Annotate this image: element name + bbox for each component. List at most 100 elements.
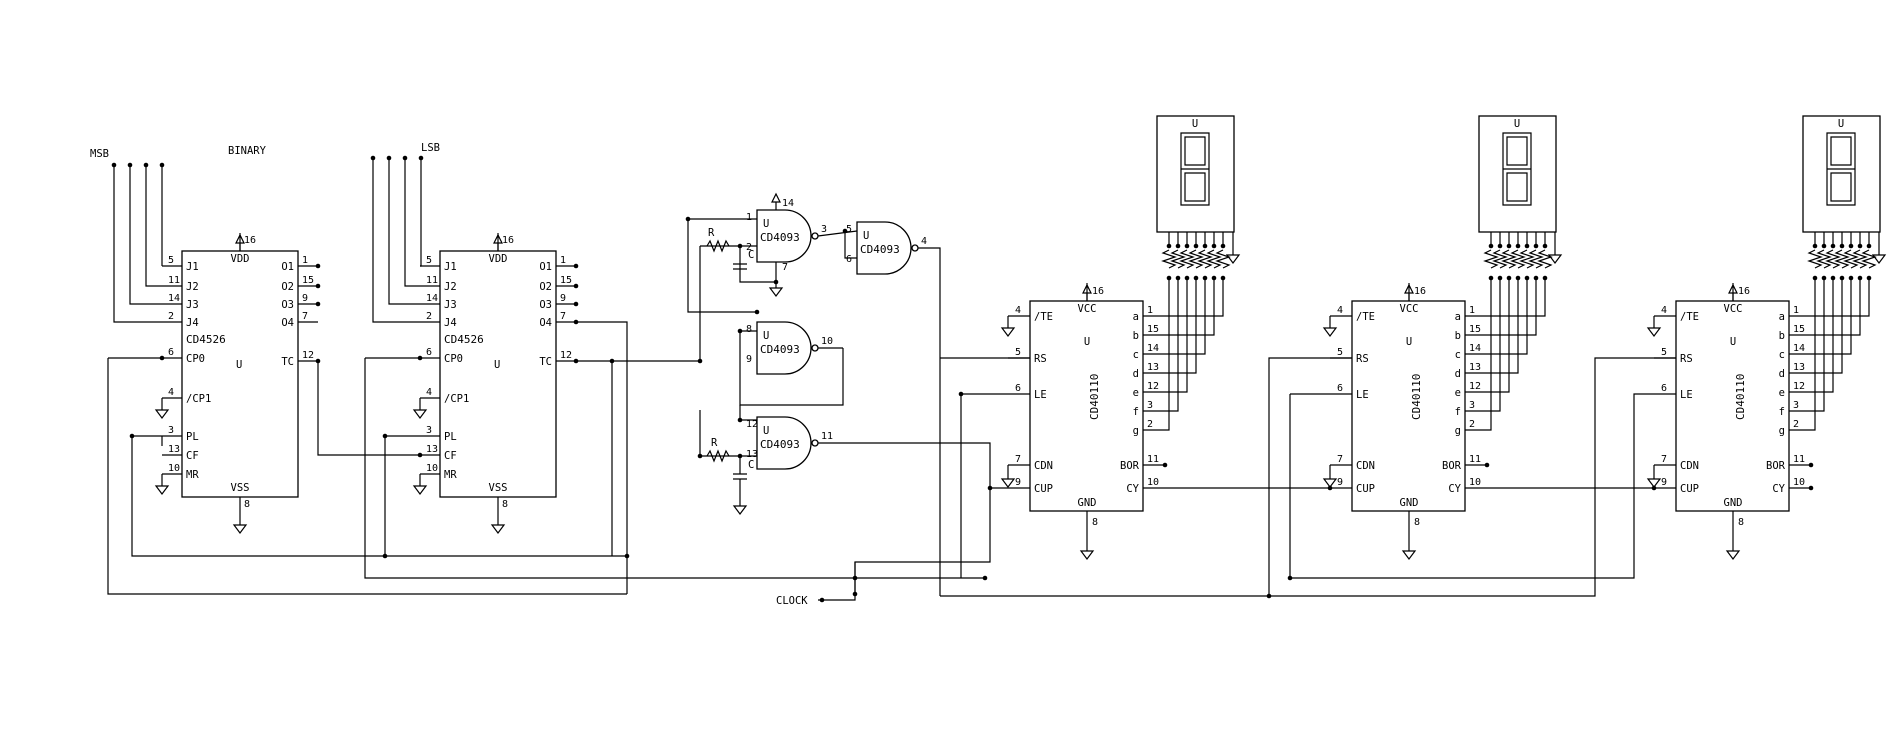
ground-symbol <box>1079 545 1095 560</box>
junction-dot <box>737 453 743 459</box>
decoder-3-vcc-num: 16 <box>1738 286 1750 297</box>
ground-symbol <box>1401 545 1417 560</box>
decoder-3-segment-resistor <box>1807 249 1823 269</box>
junction-dot <box>573 283 579 289</box>
counter-msb-pin-num-cp0: 6 <box>168 347 174 358</box>
counter-msb-vdd-label: VDD <box>231 253 250 265</box>
decoder-3-seg-wire-d <box>1811 278 1843 374</box>
junction-dot <box>697 453 703 459</box>
counter-lsb-vss-num: 8 <box>502 499 508 510</box>
ground-symbol <box>1871 249 1887 264</box>
decoder-3-pin-label-g: g <box>1779 425 1785 437</box>
decoder-3-segment-resistor <box>1861 249 1877 269</box>
counter-lsb-pin-label-o2: O2 <box>539 281 552 293</box>
ground-symbol <box>1646 322 1662 337</box>
junction-dot <box>737 328 743 334</box>
counter-lsb-unit: U <box>494 359 500 371</box>
decoder-2-pin-num-f: 3 <box>1469 400 1475 411</box>
junction-dot <box>1857 275 1863 281</box>
c2-o4 <box>576 321 628 594</box>
counter-lsb-pin-num-o4: 7 <box>560 311 566 322</box>
decoder-1-pin-num-d: 13 <box>1147 362 1159 373</box>
decoder-2-pin-num-cdn: 7 <box>1337 454 1343 465</box>
decoder-2-chip-name: CD40110 <box>1410 374 1423 420</box>
c1-tc-to-c2-cf <box>317 361 420 456</box>
junction-dot <box>697 358 703 364</box>
decoder-1-pin-num-g: 2 <box>1147 419 1153 430</box>
decoder-1-segment-resistor <box>1179 249 1195 269</box>
decoder-2-seg-wire-d <box>1487 278 1519 374</box>
nand1-to-nand2 <box>817 230 858 237</box>
nand-gate-1-in2-num: 2 <box>746 242 752 253</box>
counter-lsb-pin-label-cf: CF <box>444 450 457 462</box>
decoder-2-pin-label-cdn: CDN <box>1356 460 1375 472</box>
decoder-3-unit: U <box>1730 336 1736 348</box>
msb-input-wire <box>129 165 162 305</box>
nand-gate-1-bubble <box>811 232 819 240</box>
junction-dot <box>127 162 133 168</box>
decoder-3-pin-label-b: b <box>1779 330 1785 342</box>
decoder-1-pin-label-cy: CY <box>1126 483 1139 495</box>
decoder-2-pin-num-a: 1 <box>1469 305 1475 316</box>
junction-dot <box>417 452 423 458</box>
nand-gate-2-in1-num: 5 <box>846 224 852 235</box>
decoder-2-vcc-label: VCC <box>1400 303 1419 315</box>
nand-gate-2 <box>856 221 919 275</box>
decoder-3-pin-label-cy: CY <box>1772 483 1785 495</box>
decoder-2-pin-label-le: LE <box>1356 389 1369 401</box>
counter-lsb-pin-label-j4: J4 <box>444 317 457 329</box>
decoder-2-segment-resistor <box>1492 249 1508 269</box>
decoder-3-segment-resistor <box>1834 249 1850 269</box>
counter-lsb-pin-label-j3: J3 <box>444 299 457 311</box>
wires <box>107 158 1880 601</box>
junction-dot <box>1184 243 1190 249</box>
counter-msb-pin-label-j1: J1 <box>186 261 199 273</box>
ground-symbol <box>154 404 170 419</box>
decoder-1-seven-segment-icon <box>1180 132 1210 206</box>
counter-msb-pin-num-j3: 14 <box>168 293 180 304</box>
junction-dot <box>1193 243 1199 249</box>
decoder-2-pin-label-te: /TE <box>1356 311 1375 323</box>
junction-dot <box>852 591 858 597</box>
decoder-1-chip-name: CD40110 <box>1088 374 1101 420</box>
counter-lsb-pin-label-cp0: CP0 <box>444 353 463 365</box>
decoder-1-pin-label-bor: BOR <box>1120 460 1140 472</box>
decoder-1-pin-num-cy: 10 <box>1147 477 1159 488</box>
junction-dot <box>315 358 321 364</box>
counter-lsb-vdd-num: 16 <box>502 235 514 246</box>
nand-gate-3-in2-num: 9 <box>746 354 752 365</box>
decoder-3-pin-label-e: e <box>1779 387 1785 399</box>
junction-dot <box>1808 485 1814 491</box>
decoder-2-pin-num-le: 6 <box>1337 383 1343 394</box>
junction-dots <box>111 155 1872 603</box>
decoder-3-pin-num-d: 13 <box>1793 362 1805 373</box>
decoder-1-pin-num-rs: 5 <box>1015 347 1021 358</box>
counter-msb-pin-num-tc: 12 <box>302 350 314 361</box>
decoder-3-pin-num-rs: 5 <box>1661 347 1667 358</box>
decoder-3-segment-resistor <box>1852 249 1868 269</box>
lsb-input-wire <box>404 158 420 287</box>
counter-lsb-vss-label: VSS <box>489 482 508 494</box>
nand-gate-2-unit: U <box>863 230 869 242</box>
decoder-3-pin-num-bor: 11 <box>1793 454 1805 465</box>
decoder-1-seg-wire-f <box>1165 278 1215 336</box>
counter-lsb-pin-num-tc: 12 <box>560 350 572 361</box>
resistor-2 <box>706 449 730 463</box>
decoder-1-pin-num-te: 4 <box>1015 305 1021 316</box>
decoder-1-segment-resistor <box>1215 249 1231 269</box>
ground-symbol <box>1000 473 1016 488</box>
decoder-3-seg-wire-a <box>1811 278 1816 431</box>
vdd-arrow <box>1082 283 1092 301</box>
decoder-1-segment-resistor <box>1206 249 1222 269</box>
decoder-2-seg-wire-a <box>1487 278 1492 431</box>
junction-dot <box>1202 243 1208 249</box>
decoder-1-pin-label-f: f <box>1133 406 1139 418</box>
decoder-1-segment-resistor <box>1188 249 1204 269</box>
decoder-2-segment-resistor <box>1483 249 1499 269</box>
junction-dot <box>1266 593 1272 599</box>
counter-msb-pin-label-j3: J3 <box>186 299 199 311</box>
junction-dot <box>737 417 743 423</box>
nand-gate-4 <box>756 416 819 470</box>
junction-dot <box>1166 243 1172 249</box>
junction-dot <box>1497 243 1503 249</box>
